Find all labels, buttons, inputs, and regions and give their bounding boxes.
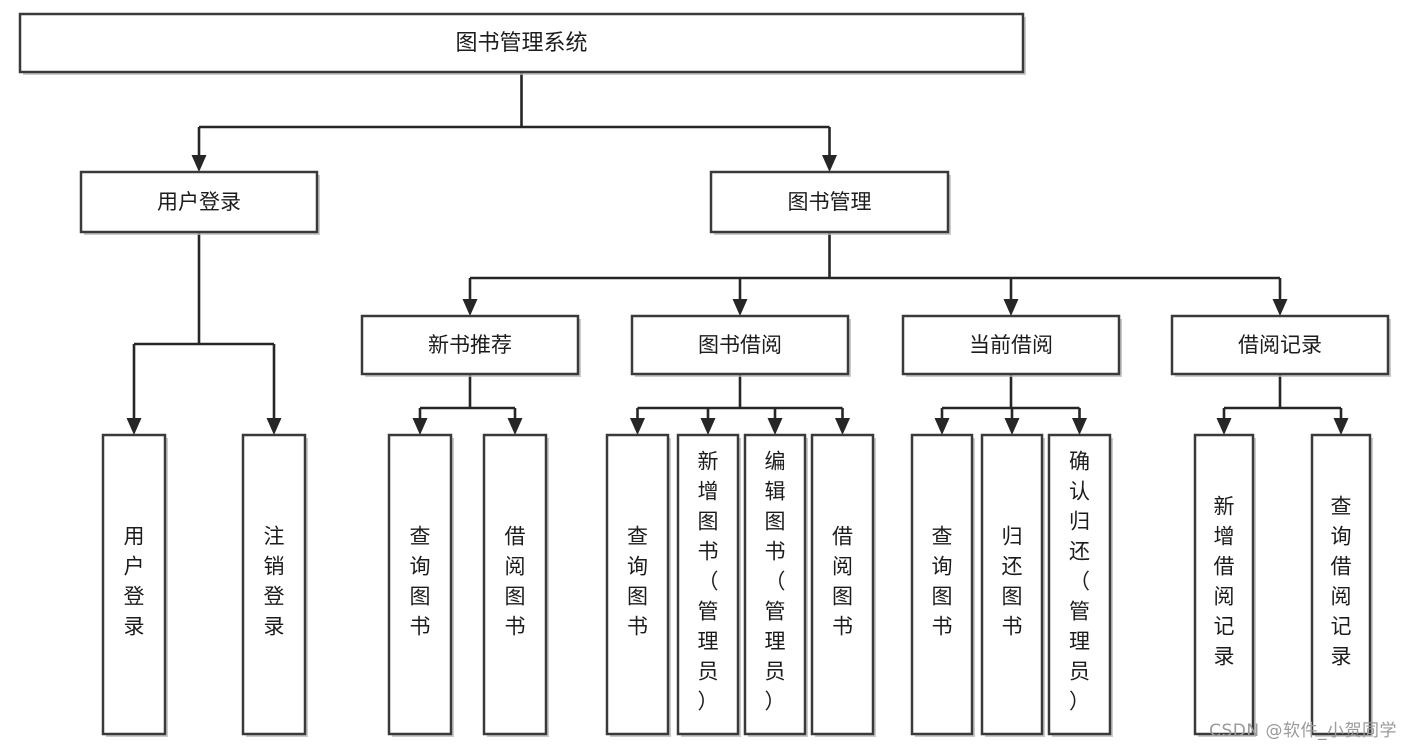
arrow-head-icon	[462, 299, 478, 316]
arrow-head-icon	[732, 299, 748, 316]
node-label: 新书推荐	[428, 333, 512, 357]
node-box[interactable]	[630, 314, 850, 376]
arrow-head-icon	[822, 155, 837, 172]
node-leaf-query-3[interactable]: 查询图书	[910, 433, 975, 737]
edge-group-book-borrow	[630, 374, 850, 435]
node-leaf-return[interactable]: 归还图书	[980, 433, 1045, 737]
arrow-head-icon	[1216, 418, 1232, 435]
arrow-head-icon	[191, 155, 207, 172]
edge-group-new-book-rec	[412, 374, 523, 435]
node-leaf-query-rec[interactable]: 查询借阅记录	[1310, 433, 1373, 737]
arrow-head-icon	[934, 418, 950, 435]
edge-group-borrow-record	[1216, 374, 1349, 435]
node-box[interactable]	[241, 433, 307, 736]
arrow-head-icon	[1003, 299, 1019, 316]
node-label: 注销登录	[264, 525, 285, 639]
node-leaf-query-2[interactable]: 查询图书	[605, 433, 671, 737]
node-root[interactable]: 图书管理系统	[18, 12, 1026, 75]
node-leaf-user-login[interactable]: 用户登录	[101, 433, 168, 737]
node-label: 归还图书	[1002, 525, 1023, 639]
node-box[interactable]	[18, 12, 1025, 74]
node-label: 图书管理	[788, 190, 872, 214]
node-label: 编辑图书（管理员）	[765, 450, 786, 714]
edge-group-book-manage	[462, 232, 1288, 316]
node-label: 查询图书	[932, 525, 953, 639]
watermark-text: CSDN @软件_小贺同学	[1209, 721, 1397, 741]
node-box[interactable]	[1310, 433, 1372, 736]
node-label: 新增借阅记录	[1214, 495, 1235, 669]
node-current-borrow[interactable]: 当前借阅	[901, 314, 1122, 377]
node-box[interactable]	[980, 433, 1044, 736]
node-label: 新增图书（管理员）	[698, 450, 719, 714]
node-label: 查询图书	[627, 525, 648, 639]
node-box[interactable]	[1193, 433, 1255, 736]
node-label: 借阅图书	[832, 525, 853, 639]
node-label: 查询图书	[410, 525, 431, 639]
node-box[interactable]	[743, 433, 807, 736]
arrow-head-icon	[1004, 418, 1020, 435]
arrow-head-icon	[1272, 299, 1288, 316]
node-label: 借阅图书	[505, 525, 526, 639]
node-box[interactable]	[605, 433, 670, 736]
node-box[interactable]	[901, 314, 1121, 376]
node-box[interactable]	[360, 314, 580, 376]
node-user-login[interactable]: 用户登录	[79, 170, 320, 235]
node-borrow-record[interactable]: 借阅记录	[1170, 314, 1391, 377]
edge-group-user-login	[126, 232, 282, 435]
edge-group-current-borrow	[934, 374, 1087, 435]
node-leaf-query-1[interactable]: 查询图书	[387, 433, 454, 737]
node-leaf-add-book[interactable]: 新增图书（管理员）	[676, 433, 741, 737]
node-box[interactable]	[482, 433, 548, 736]
node-leaf-borrow-1[interactable]: 借阅图书	[482, 433, 549, 737]
node-label: 用户登录	[124, 525, 145, 639]
arrow-head-icon	[835, 418, 850, 435]
arrow-head-icon	[700, 418, 716, 435]
node-box[interactable]	[101, 433, 167, 736]
arrow-head-icon	[630, 418, 645, 435]
node-book-manage[interactable]: 图书管理	[709, 170, 951, 235]
edge-group-root	[191, 72, 837, 172]
arrow-head-icon	[266, 418, 282, 435]
node-leaf-borrow-2[interactable]: 借阅图书	[810, 433, 876, 737]
arrow-head-icon	[126, 418, 142, 435]
edge-layer	[126, 72, 1349, 435]
arrow-head-icon	[412, 418, 428, 435]
arrow-head-icon	[507, 418, 523, 435]
node-box[interactable]	[676, 433, 740, 736]
node-label: 当前借阅	[969, 333, 1053, 357]
arrow-head-icon	[767, 418, 783, 435]
node-book-borrow[interactable]: 图书借阅	[630, 314, 851, 377]
node-box[interactable]	[1047, 433, 1112, 736]
node-new-book-rec[interactable]: 新书推荐	[360, 314, 581, 377]
node-box[interactable]	[79, 170, 319, 234]
node-box[interactable]	[387, 433, 453, 736]
node-label: 图书管理系统	[455, 31, 587, 56]
node-box[interactable]	[910, 433, 974, 736]
node-leaf-confirm[interactable]: 确认归还（管理员）	[1047, 433, 1113, 737]
node-label: 借阅记录	[1238, 333, 1322, 357]
node-box[interactable]	[709, 170, 950, 234]
node-leaf-edit-book[interactable]: 编辑图书（管理员）	[743, 433, 808, 737]
node-layer: 图书管理系统用户登录图书管理新书推荐图书借阅当前借阅借阅记录用户登录注销登录查询…	[18, 12, 1391, 737]
node-label: 用户登录	[157, 190, 241, 214]
node-label: 确认归还（管理员）	[1069, 450, 1090, 714]
node-leaf-add-rec[interactable]: 新增借阅记录	[1193, 433, 1256, 737]
node-box[interactable]	[810, 433, 875, 736]
arrow-head-icon	[1072, 418, 1087, 435]
node-leaf-logout[interactable]: 注销登录	[241, 433, 308, 737]
node-label: 图书借阅	[698, 333, 782, 357]
node-box[interactable]	[1170, 314, 1390, 376]
arrow-head-icon	[1333, 418, 1349, 435]
node-label: 查询借阅记录	[1331, 495, 1352, 669]
